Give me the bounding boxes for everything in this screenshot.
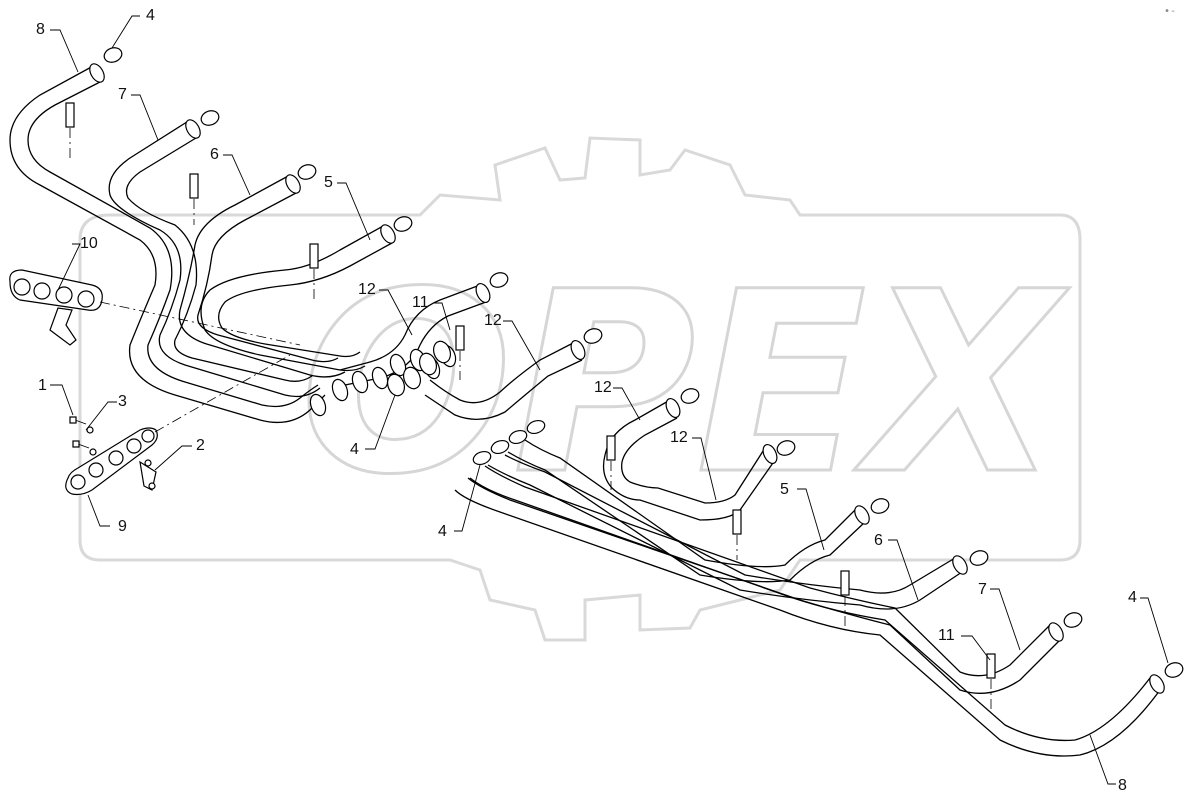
- hose-7-lower-inner: [484, 465, 1051, 677]
- clamp-icon: [969, 550, 989, 566]
- clamp-icon: [103, 47, 123, 63]
- upper-hose-group: [9, 47, 603, 424]
- tag-icon: [840, 570, 850, 596]
- hose-8-lower-end: [1149, 674, 1165, 694]
- clamp-icon: [1164, 662, 1184, 678]
- callout-4-middle: 4: [350, 441, 359, 458]
- hose-12-upper-a: [339, 284, 481, 371]
- clamp-icon: [583, 328, 603, 344]
- watermark-text: OPEX: [300, 238, 1070, 529]
- clamp-icon: [680, 388, 700, 404]
- callout-7-upper: 7: [118, 86, 127, 103]
- callout-8-upper: 8: [36, 21, 45, 38]
- tag-icon: [189, 173, 199, 199]
- tag-icon: [986, 653, 996, 679]
- callout-8-lower: 8: [1118, 777, 1127, 794]
- upper-tags: [65, 102, 465, 380]
- callout-3: 3: [118, 393, 127, 410]
- watermark-gear-outline: [78, 136, 1082, 642]
- callout-12-upper-b: 12: [484, 312, 502, 329]
- tag-icon: [455, 325, 465, 351]
- hose-8-upper-end: [89, 63, 105, 83]
- hose-5-lower-inner: [524, 439, 858, 568]
- hose-5-upper-end: [380, 224, 396, 244]
- clamp-icon: [870, 498, 890, 514]
- hose-6-upper-end: [285, 174, 301, 194]
- callout-7-lower: 7: [978, 581, 987, 598]
- hose-7-upper: [108, 119, 321, 398]
- hose-5-lower-end: [854, 505, 870, 525]
- hose-5-upper-inner: [218, 242, 393, 358]
- hose-12-upper-a-end: [475, 282, 491, 304]
- callout-10: 10: [80, 235, 98, 252]
- callout-2: 2: [196, 437, 205, 454]
- callout-4-right: 4: [1128, 589, 1137, 606]
- center-lines: [99, 301, 301, 433]
- hose-12-upper-a-inner: [344, 301, 487, 386]
- leader-lines: [50, 15, 1169, 785]
- callout-11-lower: 11: [938, 627, 955, 644]
- clamp-icon: [297, 164, 317, 180]
- clamp-icon: [200, 110, 220, 126]
- hose-6-upper-inner: [197, 192, 339, 363]
- hose-12-lower-b-end: [762, 443, 778, 465]
- tag-icon: [606, 435, 616, 461]
- hose-6-lower: [487, 464, 966, 610]
- hose-12-upper-b-end: [570, 339, 586, 361]
- fasteners: [69, 416, 156, 490]
- upper-bundle-clamps: [386, 340, 452, 397]
- clamp-icon: [1063, 612, 1083, 628]
- lower-hose-group: [454, 388, 1184, 757]
- hose-8-upper-inner: [27, 81, 319, 408]
- lower-end-clamps: [680, 388, 1184, 678]
- hose-7-upper-end: [185, 119, 201, 139]
- callout-5-upper: 5: [324, 174, 333, 191]
- hose-5-lower: [507, 451, 866, 583]
- hose-7-lower-end: [1048, 622, 1064, 642]
- hose-6-lower-inner: [504, 454, 956, 594]
- callout-1: 1: [38, 377, 47, 394]
- hose-12-upper-b-inner: [424, 359, 583, 420]
- hose-7-lower: [467, 477, 1061, 694]
- hose-12-lower-a-end: [665, 397, 681, 419]
- upper-end-clamps: [103, 47, 603, 344]
- hose-12-lower-a-inner: [621, 417, 766, 504]
- lower-bundle-clamps: [472, 419, 546, 466]
- tag-icon: [309, 243, 319, 269]
- hose-8-lower-inner: [469, 477, 1151, 742]
- tag-icon: [65, 102, 75, 128]
- callout-4-lower: 4: [438, 523, 447, 540]
- bracket-10: [9, 269, 103, 346]
- corner-mark: •-: [1164, 6, 1176, 17]
- hose-6-lower-end: [952, 555, 968, 575]
- callout-labels: 8 4 7 6 5 10 12 11 12 1 3 2 9 4 12 12 4 …: [36, 7, 1137, 794]
- callout-12-lower-a: 12: [594, 379, 612, 396]
- clamp-icon: [393, 216, 413, 232]
- hose-8-upper: [9, 64, 326, 424]
- callout-5-lower: 5: [780, 481, 789, 498]
- callout-12-lower-b: 12: [670, 429, 688, 446]
- callout-4-upper: 4: [146, 7, 155, 24]
- callout-6-upper: 6: [210, 146, 219, 163]
- hose-12-upper-b: [429, 341, 576, 404]
- tag-icon: [732, 509, 742, 535]
- hose-7-upper-inner: [125, 137, 313, 382]
- opex-watermark: OPEX: [78, 136, 1082, 642]
- lower-tags: [606, 435, 996, 710]
- hose-8-lower: [454, 489, 1161, 757]
- clamp-icon: [489, 272, 509, 288]
- callout-6-lower: 6: [874, 532, 883, 549]
- clamp-icon: [776, 440, 796, 456]
- hose-6-upper: [178, 174, 346, 378]
- callout-11-upper: 11: [412, 294, 429, 311]
- callout-12-upper-a: 12: [358, 281, 376, 298]
- callout-9: 9: [118, 518, 127, 535]
